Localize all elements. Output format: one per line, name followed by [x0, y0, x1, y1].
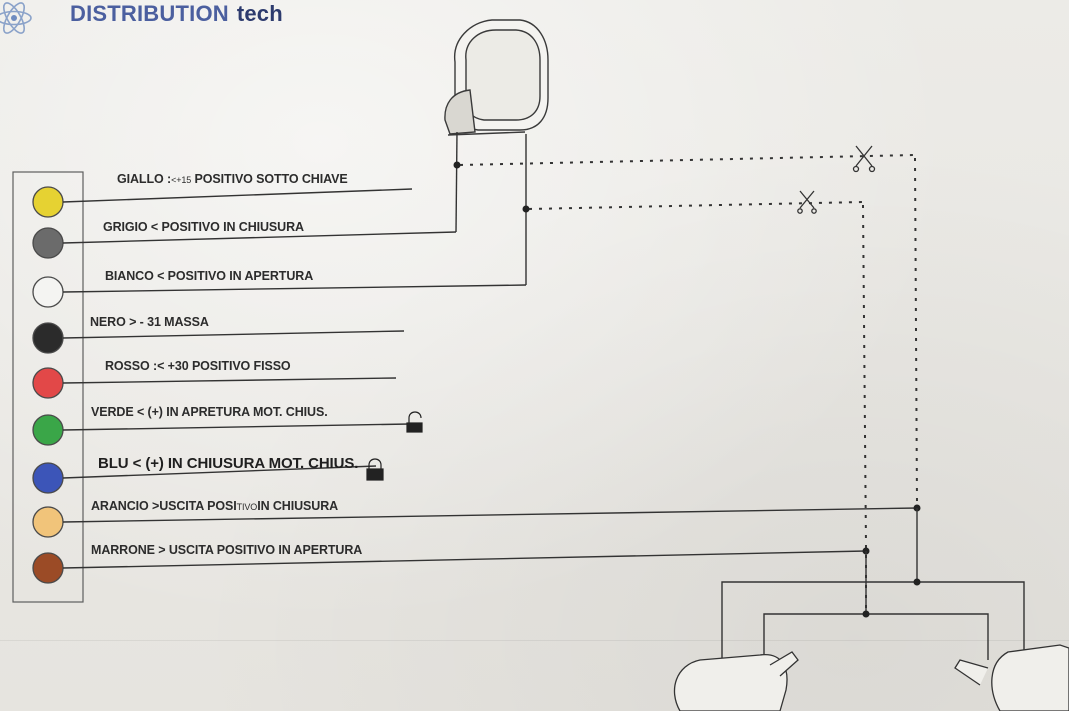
- label-giallo: GIALLO :<+15 POSITIVO SOTTO CHIAVE: [117, 172, 348, 186]
- brand-header: DISTRIBUTION tech: [0, 0, 283, 44]
- label-rosso-code: ROSSO :< +30: [105, 359, 192, 373]
- pin-rosso: [32, 367, 64, 399]
- actuator-left: [673, 651, 799, 711]
- wire-blu: [62, 465, 377, 479]
- brand-word: DISTRIBUTION: [70, 1, 229, 26]
- scissors-icon: [797, 190, 817, 214]
- atom-logo-icon: [0, 2, 32, 34]
- pin-blu: [32, 462, 64, 494]
- wire-verde: [62, 423, 411, 431]
- junction-dot: [453, 161, 461, 169]
- label-arancio-mid: TIVO: [236, 502, 258, 512]
- wire-rosso: [62, 377, 397, 384]
- wire-arancio: [62, 507, 919, 523]
- connector-box: [12, 171, 84, 603]
- pin-giallo: [32, 186, 64, 218]
- pin-verde: [32, 414, 64, 446]
- output-harness: [721, 508, 1025, 660]
- wire-bianco: [62, 284, 527, 293]
- connector-pins: [32, 186, 64, 584]
- pin-grigio: [32, 227, 64, 259]
- dotted-lines: [459, 154, 918, 612]
- wire-grigio: [62, 231, 457, 244]
- label-grigio: GRIGIO < POSITIVO IN CHIUSURA: [103, 220, 304, 234]
- wire-nero: [62, 330, 405, 339]
- label-giallo-color: GIALLO :: [117, 172, 172, 186]
- paper-fold: [0, 640, 1069, 641]
- label-rosso: ROSSO :< +30 POSITIVO FISSO: [105, 359, 291, 373]
- label-arancio: ARANCIO >USCITA POSITIVOIN CHIUSURA: [91, 499, 338, 513]
- switch-wire-grigio: [455, 131, 458, 233]
- pin-marrone: [32, 552, 64, 584]
- pin-arancio: [32, 506, 64, 538]
- brand-name: DISTRIBUTION tech: [70, 1, 283, 27]
- label-arancio-suffix: IN CHIUSURA: [257, 499, 339, 513]
- pin-bianco: [32, 276, 64, 308]
- padlock-open-icon: [406, 411, 423, 433]
- junction-dot: [522, 205, 530, 213]
- label-arancio-prefix: ARANCIO >USCITA POSI: [91, 499, 237, 513]
- label-rosso-desc: POSITIVO FISSO: [191, 359, 291, 373]
- wire-marrone: [62, 550, 867, 569]
- wire-lines: [62, 188, 919, 569]
- scissors-icon: [852, 145, 876, 173]
- wire-giallo: [62, 188, 413, 203]
- label-blu: BLU < (+) IN CHIUSURA MOT. CHIUS.: [98, 455, 359, 472]
- label-verde: VERDE < (+) IN APRETURA MOT. CHIUS.: [91, 405, 328, 419]
- actuator-right: [954, 644, 1069, 711]
- label-giallo-desc: POSITIVO SOTTO CHIAVE: [191, 172, 348, 186]
- label-marrone: MARRONE > USCITA POSITIVO IN APERTURA: [91, 543, 363, 557]
- pin-nero: [32, 322, 64, 354]
- label-nero: NERO > - 31 MASSA: [90, 315, 209, 329]
- switch-device: [444, 19, 549, 136]
- junction-dot: [913, 578, 921, 586]
- label-bianco: BIANCO < POSITIVO IN APERTURA: [105, 269, 314, 283]
- padlock-closed-icon: [366, 458, 384, 481]
- junction-dot: [862, 610, 870, 618]
- brand-suffix: tech: [236, 1, 283, 26]
- label-giallo-code: <+15: [171, 175, 192, 185]
